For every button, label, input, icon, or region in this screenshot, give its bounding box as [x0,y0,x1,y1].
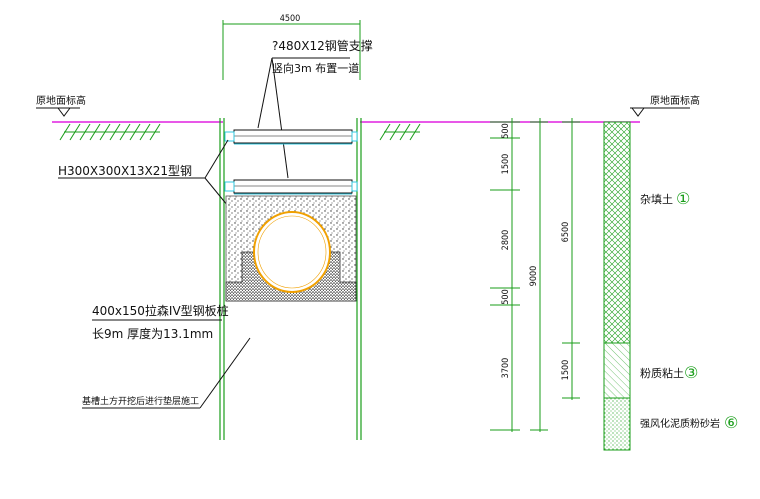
dim-layer-6500: 6500 [561,222,571,243]
soil-layer-1-number: ① [676,189,690,208]
weathered-rock-layer [603,397,631,451]
soil-layer-6-number: ⑥ [724,413,738,432]
silty-clay-layer [603,342,631,399]
sheet-pile-left [219,118,225,440]
sheet-pile-callout: 400x150拉森IV型钢板桩 长9m 厚度为13.1mm [92,303,229,341]
sheet-pile-label-1: 400x150拉森IV型钢板桩 [92,303,229,318]
dim-500-mid: 500 [501,289,511,304]
ground-hatch-left [59,123,161,141]
top-width-dimension: 4500 [222,14,361,80]
soil-column [603,121,631,451]
soil-layer-6-name: 强风化泥质粉砂岩 [640,417,720,430]
steel-strut-label-2: 竖向3m 布置一道 [272,61,359,75]
sheet-pile-label-2: 长9m 厚度为13.1mm [92,326,213,341]
lower-waler-strut [224,179,358,195]
dim-2800: 2800 [501,230,511,251]
dim-1500: 1500 [501,154,511,175]
ground-level-right: 原地面标高 [630,94,700,117]
soil-layer-labels: 杂填土 ① 粉质粘土 ③ 强风化泥质粉砂岩 ⑥ [640,189,738,432]
soil-layer-3-number: ③ [684,363,698,382]
waler-callout: H300X300X13X21型钢 [58,139,229,207]
ground-level-inner-right [360,121,640,141]
steel-strut-label-1: ?480X12钢管支撑 [272,38,373,53]
waler-label: H300X300X13X21型钢 [58,164,192,178]
dim-500-top: 500 [501,123,511,138]
top-width-label: 4500 [280,14,301,24]
pipe-bedding [225,195,357,302]
vertical-dimension-labels: 500 1500 2800 500 3700 9000 6500 1500 [501,123,571,380]
dim-layer-1500: 1500 [561,360,571,381]
ground-level-left: 原地面标高 [36,94,223,141]
upper-waler-strut [224,129,358,145]
soil-layer-3-name: 粉质粘土 [640,366,684,380]
soil-layer-fill [603,121,631,344]
ground-label-right: 原地面标高 [650,94,700,107]
bottom-note-callout: 基槽土方开挖后进行垫层施工 [82,337,251,409]
bottom-note-label: 基槽土方开挖后进行垫层施工 [82,395,199,407]
dim-total-9000: 9000 [529,266,539,287]
vertical-dimension-chain [490,118,580,432]
sheet-pile-right [356,118,362,440]
dim-3700: 3700 [501,358,511,379]
steel-strut-callout: ?480X12钢管支撑 竖向3m 布置一道 [257,38,373,179]
soil-layer-1-name: 杂填土 [640,192,673,206]
ground-label-left: 原地面标高 [36,94,86,107]
